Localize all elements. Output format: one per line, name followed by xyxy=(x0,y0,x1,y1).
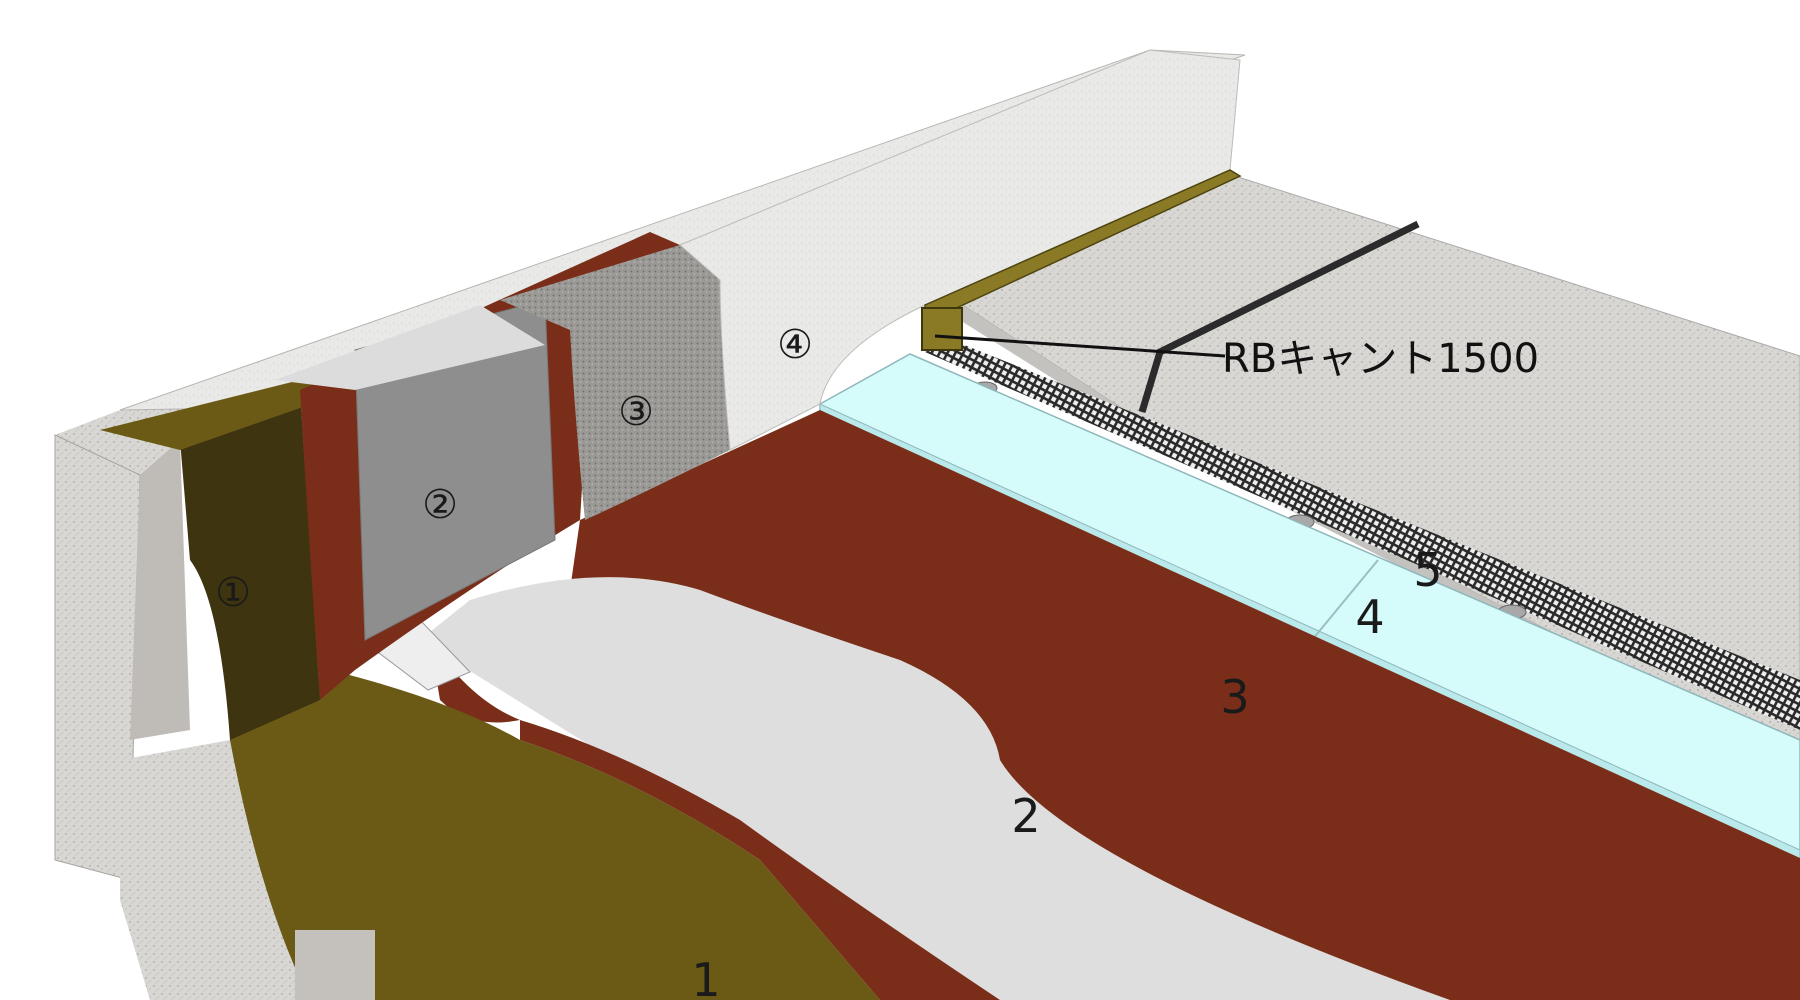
callout-text: RBキャント1500 xyxy=(1222,336,1539,382)
wall-sheet-2-top xyxy=(275,305,545,390)
floor-label-1: 1 xyxy=(691,953,720,1000)
floor-label-3: 3 xyxy=(1220,670,1249,724)
sheet-layer-2 xyxy=(420,577,1450,1000)
floor-label-4: 4 xyxy=(1355,590,1384,644)
wall-label-4: ④ xyxy=(777,322,813,368)
drain-opening xyxy=(295,930,375,1000)
parapet-inner-left xyxy=(130,440,190,740)
membrane-strip xyxy=(520,720,1000,1000)
callout-leader xyxy=(934,334,1226,358)
wall-label-1: ① xyxy=(215,570,251,616)
wall-label-2: ② xyxy=(422,482,458,528)
insulation-seam xyxy=(1311,559,1379,641)
floor-label-5: 5 xyxy=(1413,543,1442,597)
floor-label-2: 2 xyxy=(1011,789,1040,843)
reinforcement-mesh xyxy=(925,340,1800,730)
cant-strip-end xyxy=(921,307,963,351)
base-concrete xyxy=(120,740,310,1000)
wall-label-3: ③ xyxy=(618,389,654,435)
wall-mortar-3 xyxy=(500,245,730,520)
wall-primer-1 xyxy=(180,390,320,740)
wall-plaster-4 xyxy=(679,49,1241,451)
membrane-fold xyxy=(430,640,520,723)
primer-layer-1 xyxy=(230,670,880,1000)
